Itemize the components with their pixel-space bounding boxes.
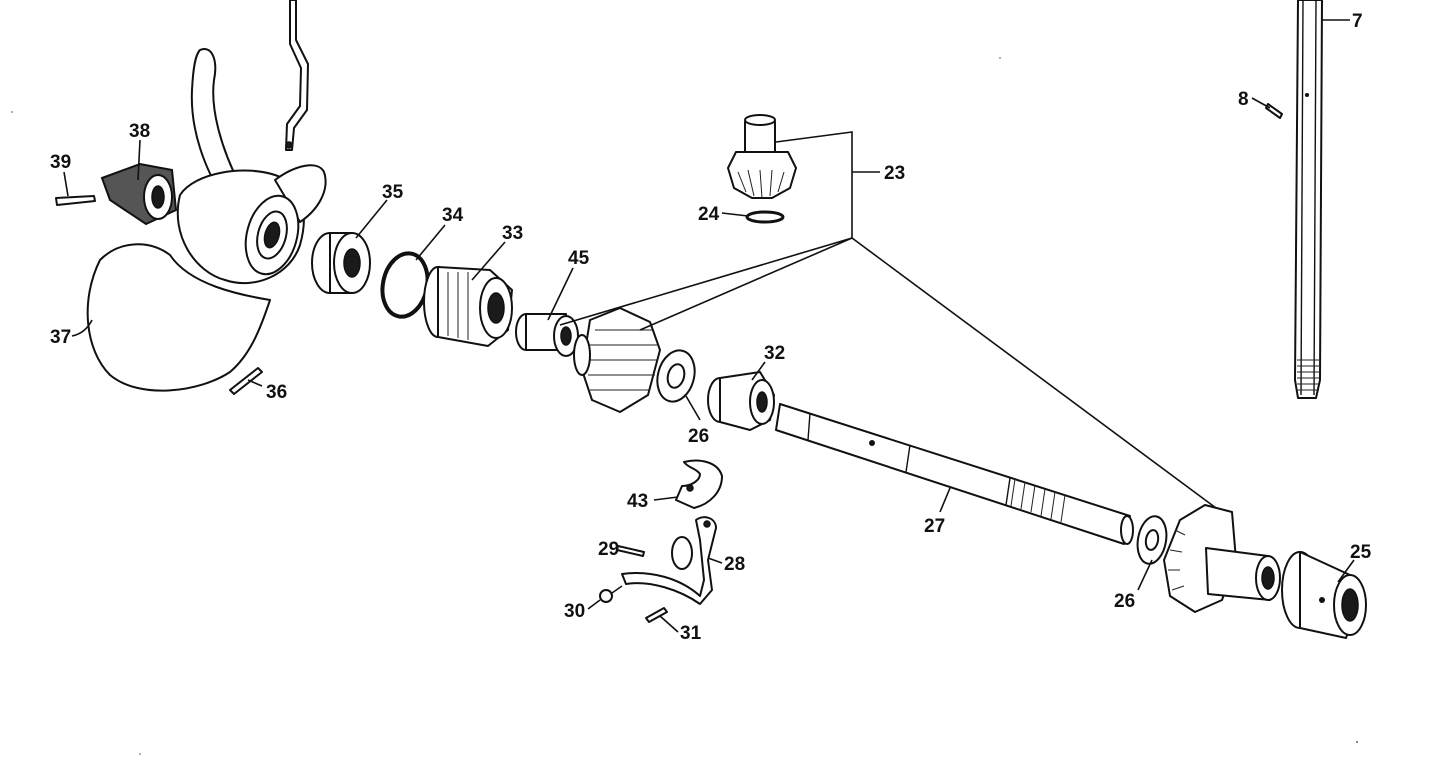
callout-labels: 7 8 23 24 25 26 26 27 28 29 30 31 32 33 … <box>50 11 1372 644</box>
shift-lever <box>621 516 717 605</box>
callout-34: 34 <box>442 205 464 226</box>
callout-33: 33 <box>502 223 523 244</box>
ball-bearing <box>311 232 371 294</box>
callout-32: 32 <box>764 343 785 364</box>
callout-38: 38 <box>129 121 150 142</box>
callout-37: 37 <box>50 327 71 348</box>
callout-30: 30 <box>564 601 585 622</box>
lever-ball <box>599 585 623 603</box>
callout-36: 36 <box>266 382 287 403</box>
shift-cradle <box>675 459 723 509</box>
shear-pin <box>229 367 263 395</box>
callout-24: 24 <box>698 204 720 225</box>
callout-28: 28 <box>724 554 745 575</box>
callout-26-front: 26 <box>688 426 709 447</box>
callout-27: 27 <box>924 516 945 537</box>
lever-pivot-pin <box>645 607 668 623</box>
cotter-pin <box>55 195 96 206</box>
clutch-dog <box>707 371 775 431</box>
callout-29: 29 <box>598 539 619 560</box>
retaining-ring <box>745 210 785 224</box>
drive-shaft-pin <box>1265 103 1283 119</box>
reverse-gear <box>1163 504 1281 613</box>
callout-26-rear: 26 <box>1114 591 1135 612</box>
propeller-shaft <box>775 403 1134 545</box>
thrust-washer-front <box>656 349 696 403</box>
callout-25: 25 <box>1350 542 1372 563</box>
bearing-carrier <box>423 266 513 347</box>
callout-31: 31 <box>680 623 702 644</box>
propeller <box>86 48 327 392</box>
forward-gear <box>573 307 661 413</box>
leader-lines <box>63 19 1355 633</box>
background-specks <box>11 57 1358 755</box>
thrust-washer-rear <box>1136 515 1168 565</box>
pinion-gear <box>727 114 797 199</box>
callout-7: 7 <box>1352 11 1363 32</box>
callout-8: 8 <box>1238 89 1249 110</box>
needle-bearing <box>515 313 579 357</box>
drive-shaft <box>1294 0 1323 399</box>
callout-35: 35 <box>382 182 404 203</box>
propeller-nut <box>100 162 178 226</box>
bushing <box>1281 551 1367 639</box>
shift-rod <box>285 0 309 151</box>
callout-39: 39 <box>50 152 71 173</box>
callout-45: 45 <box>568 248 590 269</box>
callout-23: 23 <box>884 163 905 184</box>
lever-pin <box>616 545 645 557</box>
callout-43: 43 <box>627 491 648 512</box>
